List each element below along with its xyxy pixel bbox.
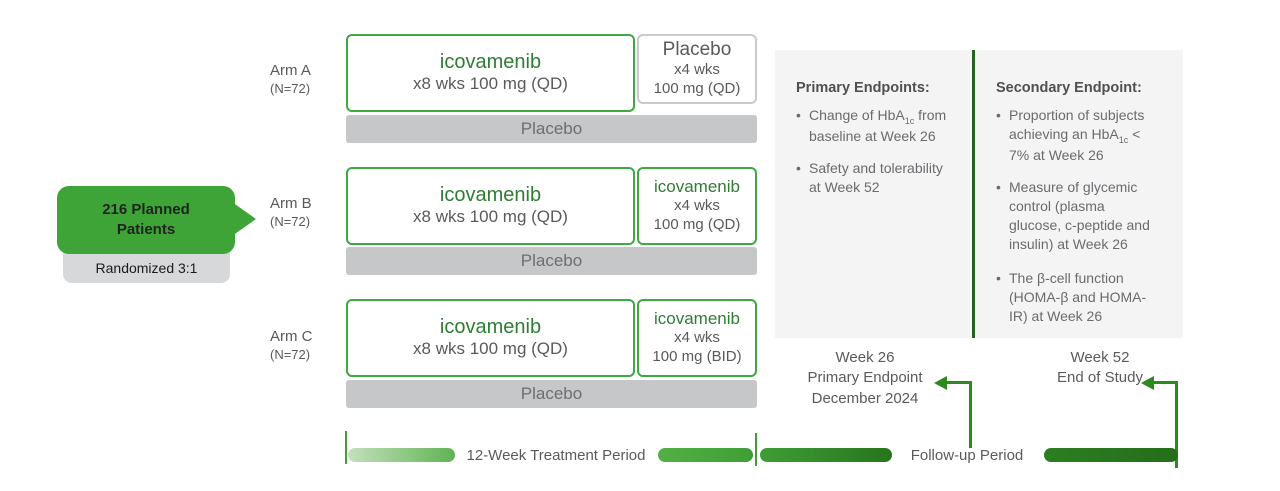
arm-b-ext-duration-label: x4 wks <box>674 197 720 215</box>
primary-endpoints-title: Primary Endpoints: <box>796 80 930 96</box>
bullet-text: The β-cell function (HOMA-β and HOMA-IR)… <box>1009 270 1147 325</box>
bullet-text: Measure of glycemic control (plasma gluc… <box>1009 179 1150 253</box>
bullet-subscript: 1c <box>1118 134 1129 145</box>
arm-b-ext-drug-label: icovamenib <box>654 177 740 197</box>
week52-arrow-line <box>1154 381 1178 384</box>
week26-line1: Week 26 <box>835 349 895 366</box>
arm-b-treatment-box: icovamenib x8 wks 100 mg (QD) <box>346 167 635 245</box>
arm-b-drug-label: icovamenib <box>439 184 542 207</box>
bullet-subscript: 1c <box>904 115 915 126</box>
arm-c-ext-duration-label: x4 wks <box>674 329 720 347</box>
arm-c-drug-label: icovamenib <box>439 316 542 339</box>
secondary-endpoint-item: The β-cell function (HOMA-β and HOMA-IR)… <box>996 269 1157 328</box>
treatment-period-label: 12-Week Treatment Period <box>466 447 646 464</box>
timeline-bar-treatment-right <box>658 448 753 462</box>
week26-line2: Primary Endpoint <box>807 369 923 387</box>
timeline-bar-treatment-left <box>348 448 455 462</box>
bullet-text: Safety and tolerability at Week 52 <box>809 160 943 196</box>
arm-c-name: Arm C <box>270 328 313 345</box>
arm-b-dose-label: x8 wks 100 mg (QD) <box>413 207 568 227</box>
primary-endpoint-item: Safety and tolerability at Week 52 <box>796 159 949 199</box>
secondary-endpoints-title: Secondary Endpoint: <box>996 80 1142 96</box>
arm-c-ext-dose-label: 100 mg (BID) <box>652 348 742 366</box>
arm-a-placebo-bar: Placebo <box>346 115 757 143</box>
secondary-endpoint-item: Proportion of subjects achieving an HbA1… <box>996 106 1157 165</box>
arm-a-label: Arm A (N=72) <box>270 62 342 97</box>
arm-b-placebo-bar: Placebo <box>346 247 757 275</box>
primary-endpoints-panel: Primary Endpoints: Change of HbA1c from … <box>775 50 972 338</box>
week26-arrow-line <box>969 381 972 448</box>
randomized-label: Randomized 3:1 <box>95 260 198 276</box>
arm-b-name: Arm B <box>270 195 312 212</box>
arm-b-placebo-label: Placebo <box>520 251 583 270</box>
arm-a-ext-duration-label: x4 wks <box>674 61 720 79</box>
arm-a-dose-label: x8 wks 100 mg (QD) <box>413 74 568 94</box>
arm-c-extension-box: icovamenib x4 wks 100 mg (BID) <box>637 299 757 377</box>
timeline-bar-followup-right <box>1044 448 1178 462</box>
arm-c-n: (N=72) <box>270 346 311 362</box>
week52-arrow-line <box>1175 381 1178 468</box>
followup-period-label: Follow-up Period <box>910 447 1024 464</box>
arm-a-extension-box: Placebo x4 wks 100 mg (QD) <box>637 34 757 104</box>
arm-a-ext-drug-label: Placebo <box>662 39 732 61</box>
arm-b-n: (N=72) <box>270 213 311 229</box>
arm-a-drug-label: icovamenib <box>439 51 542 74</box>
arm-c-dose-label: x8 wks 100 mg (QD) <box>413 339 568 359</box>
arm-a-ext-dose-label: 100 mg (QD) <box>653 79 741 97</box>
week26-milestone: Week 26 Primary Endpoint December 2024 <box>786 348 944 409</box>
week52-line2: End of Study <box>1057 369 1143 387</box>
week52-line1: Week 52 <box>1070 349 1130 366</box>
arm-b-ext-dose-label: 100 mg (QD) <box>653 216 741 234</box>
planned-patients-label: 216 Planned Patients <box>102 200 190 238</box>
arm-a-name: Arm A <box>270 62 311 79</box>
arm-c-placebo-label: Placebo <box>520 384 583 403</box>
arm-c-treatment-box: icovamenib x8 wks 100 mg (QD) <box>346 299 635 377</box>
callout-pointer <box>232 202 256 236</box>
arm-b-label: Arm B (N=72) <box>270 195 342 230</box>
arm-a-n: (N=72) <box>270 80 311 96</box>
week52-arrow-icon <box>1141 376 1154 390</box>
arm-c-placebo-bar: Placebo <box>346 380 757 408</box>
arm-b-extension-box: icovamenib x4 wks 100 mg (QD) <box>637 167 757 245</box>
week26-arrow-line <box>947 381 972 384</box>
arm-c-label: Arm C (N=72) <box>270 328 342 363</box>
panel-divider-line <box>972 50 975 338</box>
bullet-text: Change of HbA <box>809 107 905 123</box>
arm-a-placebo-label: Placebo <box>520 119 583 138</box>
secondary-endpoints-panel: Secondary Endpoint: Proportion of subjec… <box>975 50 1183 338</box>
week26-arrow-icon <box>934 376 947 390</box>
arm-c-ext-drug-label: icovamenib <box>654 309 740 329</box>
week52-milestone: Week 52 End of Study <box>1022 348 1178 389</box>
timeline-week12-tick <box>755 433 757 466</box>
week26-line3: December 2024 <box>811 389 919 407</box>
bullet-text: from baseline at Week 26 <box>809 107 947 145</box>
bullet-text: < 7% at Week 26 <box>1009 126 1141 164</box>
bullet-text: Proportion of subjects achieving an HbA <box>1009 107 1145 143</box>
secondary-endpoint-item: Measure of glycemic control (plasma gluc… <box>996 178 1157 256</box>
timeline-start-tick <box>345 431 347 464</box>
primary-endpoint-item: Change of HbA1c from baseline at Week 26 <box>796 106 949 146</box>
timeline-bar-followup-left <box>760 448 892 462</box>
arm-a-treatment-box: icovamenib x8 wks 100 mg (QD) <box>346 34 635 112</box>
planned-patients-callout: 216 Planned Patients <box>57 186 235 254</box>
